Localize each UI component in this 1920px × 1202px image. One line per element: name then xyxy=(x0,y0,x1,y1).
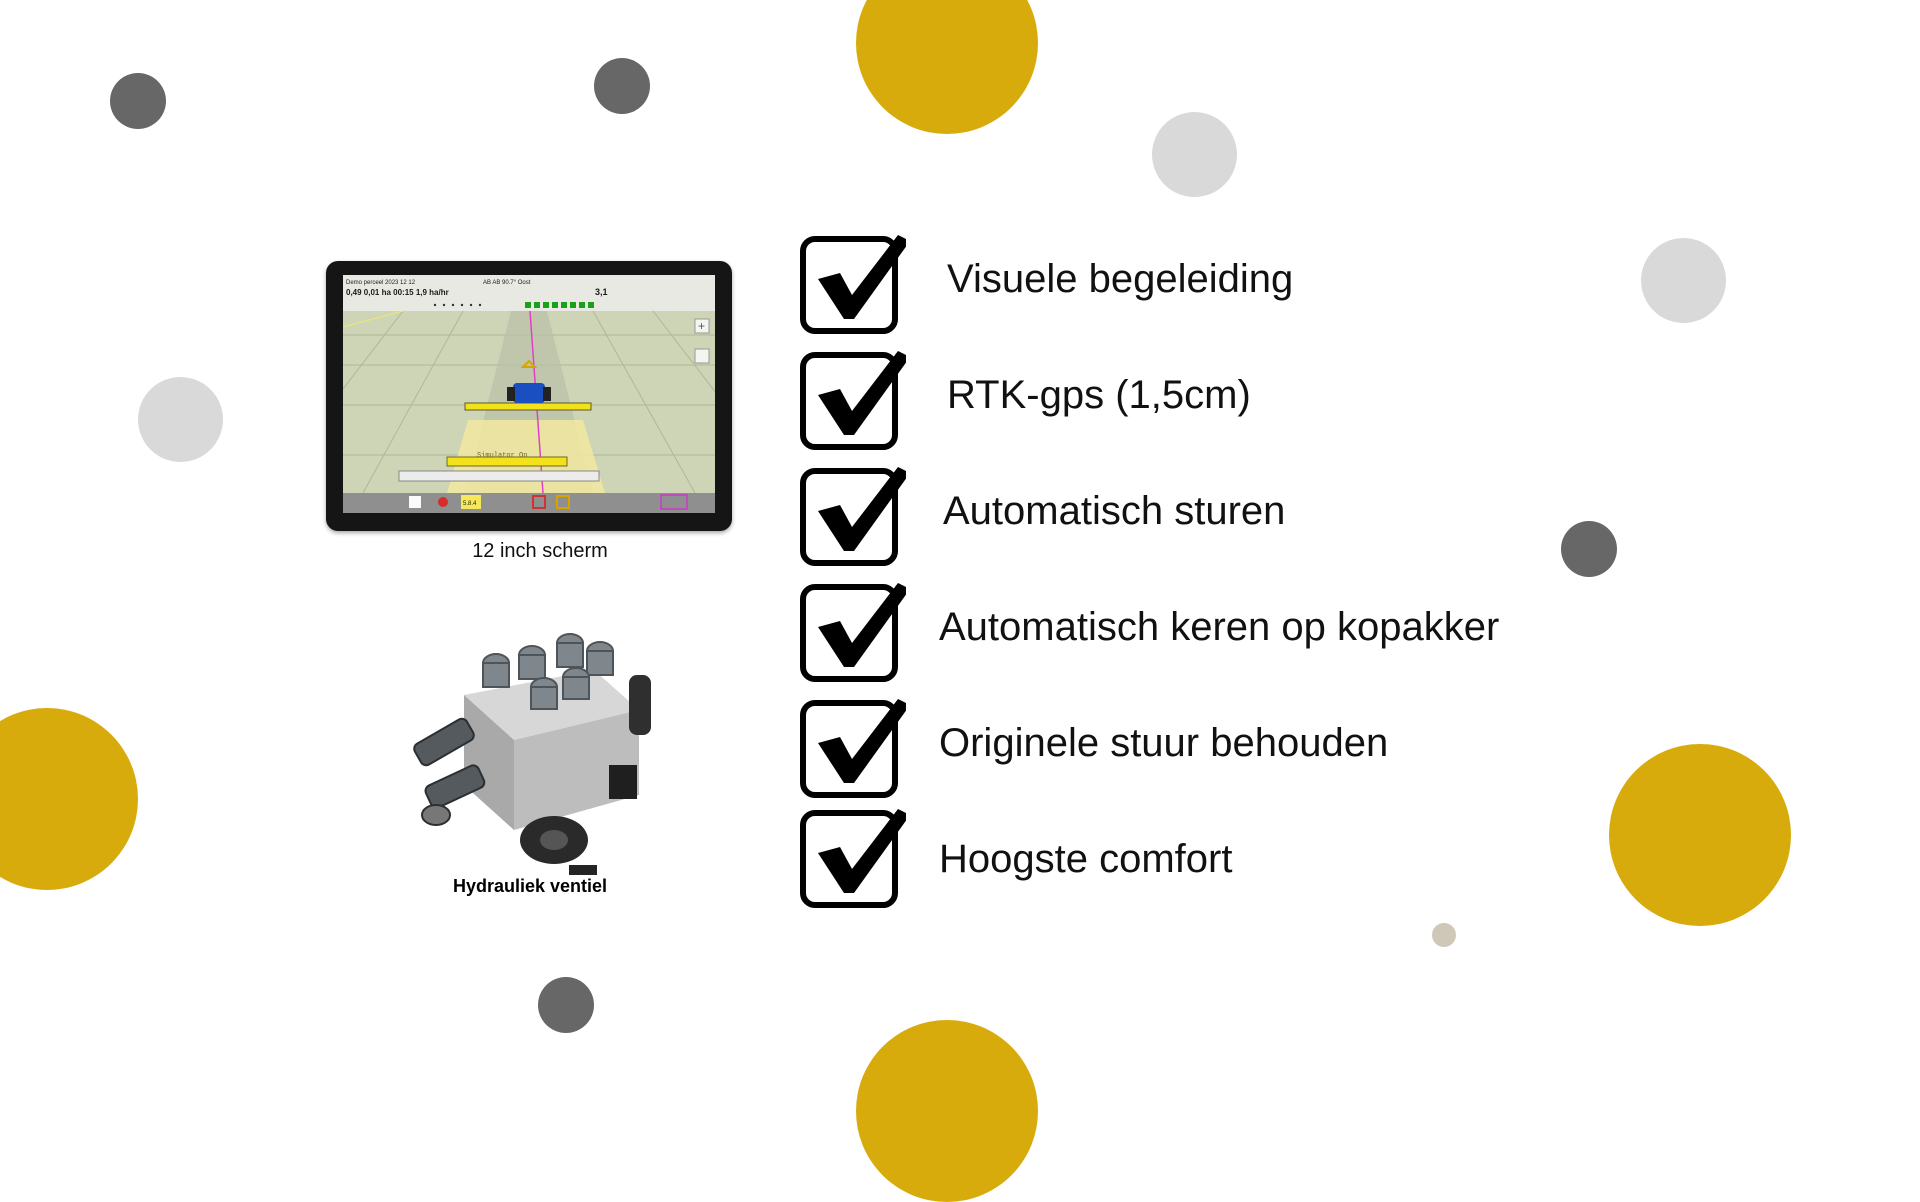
decor-dot xyxy=(538,977,594,1033)
checklist-item-label: Originele stuur behouden xyxy=(939,721,1389,765)
decor-dot xyxy=(1432,923,1456,947)
screen-header-left: Demo perceel 2023 12 12 xyxy=(346,280,416,286)
checklist-item-label: RTK-gps (1,5cm) xyxy=(947,373,1251,417)
checklist-item-label: Hoogste comfort xyxy=(939,837,1233,881)
decor-dot xyxy=(0,708,138,890)
checkbox-checked-icon xyxy=(800,699,906,798)
decor-dot xyxy=(856,1020,1038,1202)
tablet-image: Demo perceel 2023 12 12 AB AB 90.7° Oost… xyxy=(326,261,732,531)
decor-dot xyxy=(1561,521,1617,577)
screen-stats: 0,49 0,01 ha 00:15 1,9 ha/hr xyxy=(346,288,449,297)
screen-header-center: AB AB 90.7° Oost xyxy=(483,280,531,286)
svg-text:+: + xyxy=(698,319,705,333)
checkbox-checked-icon xyxy=(800,809,906,908)
decor-dot xyxy=(110,73,166,129)
checklist-item-label: Automatisch sturen xyxy=(943,489,1286,533)
decor-dot xyxy=(1609,744,1791,926)
screen-status: Simulator On xyxy=(477,452,527,460)
valve-caption: Hydrauliek ventiel xyxy=(452,876,608,896)
checklist-item-label: Automatisch keren op kopakker xyxy=(939,605,1500,649)
decor-dot xyxy=(594,58,650,114)
decor-dot xyxy=(856,0,1038,134)
guidance-screen-graphic: Demo perceel 2023 12 12 AB AB 90.7° Oost… xyxy=(343,275,715,513)
tablet-screen: Demo perceel 2023 12 12 AB AB 90.7° Oost… xyxy=(343,275,715,513)
checkbox-checked-icon xyxy=(800,235,906,334)
decor-dot xyxy=(138,377,223,462)
screen-version: 5.8.4 xyxy=(463,501,477,507)
decor-dot xyxy=(1152,112,1237,197)
checkbox-checked-icon xyxy=(800,467,906,566)
screen-speed: 3,1 xyxy=(595,287,608,297)
checklist-item-label: Visuele begeleiding xyxy=(947,257,1294,301)
checkbox-checked-icon xyxy=(800,583,906,682)
tablet-caption: 12 inch scherm xyxy=(472,540,608,562)
hydraulic-valve-icon xyxy=(404,615,664,879)
decor-dot xyxy=(1641,238,1726,323)
checkbox-checked-icon xyxy=(800,351,906,450)
